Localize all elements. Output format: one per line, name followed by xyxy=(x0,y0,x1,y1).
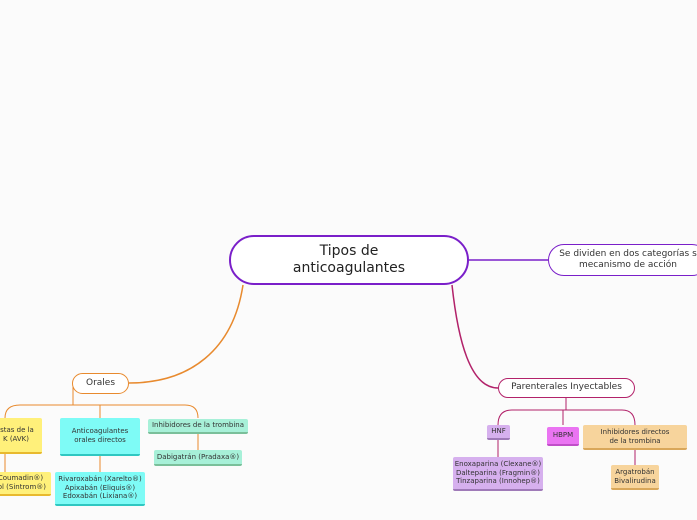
parenterales-node[interactable]: Parenterales Inyectables xyxy=(498,378,635,398)
hnf-drugs-node[interactable]: Enoxaparina (Clexane®) Dalteparina (Frag… xyxy=(453,457,543,491)
orales-inhibidores-drugs-node[interactable]: Dabigatrán (Pradaxa®) xyxy=(154,450,242,466)
orales-inhibidores-node[interactable]: Inhibidores de la trombina xyxy=(148,419,248,434)
directos-drugs-node[interactable]: Rivaroxabán (Xarelto®) Apixabán (Eliquis… xyxy=(55,472,145,506)
directos-node[interactable]: Anticoagulantes orales directos xyxy=(60,418,140,456)
avk-node[interactable]: istas de la K (AVK) xyxy=(0,418,42,454)
hbpm-node[interactable]: HBPM xyxy=(547,427,579,446)
hnf-node[interactable]: HNF xyxy=(487,425,510,440)
central-topic[interactable]: Tipos de anticoagulantes xyxy=(229,235,469,285)
description-node[interactable]: Se dividen en dos categorías s mecanismo… xyxy=(548,244,697,276)
parenterales-inhibidores-node[interactable]: Inhibidores directos de la trombina xyxy=(583,425,687,450)
orales-node[interactable]: Orales xyxy=(72,373,129,394)
link-central-parenterales xyxy=(451,284,499,389)
parenterales-inhibidores-drugs-node[interactable]: Argatrobán Bivalirudina xyxy=(611,465,659,490)
link-parenterales-children xyxy=(497,398,636,426)
avk-drugs-node[interactable]: Coumadin®) rol (Sintrom®) xyxy=(0,472,51,496)
link-central-orales xyxy=(128,284,244,384)
